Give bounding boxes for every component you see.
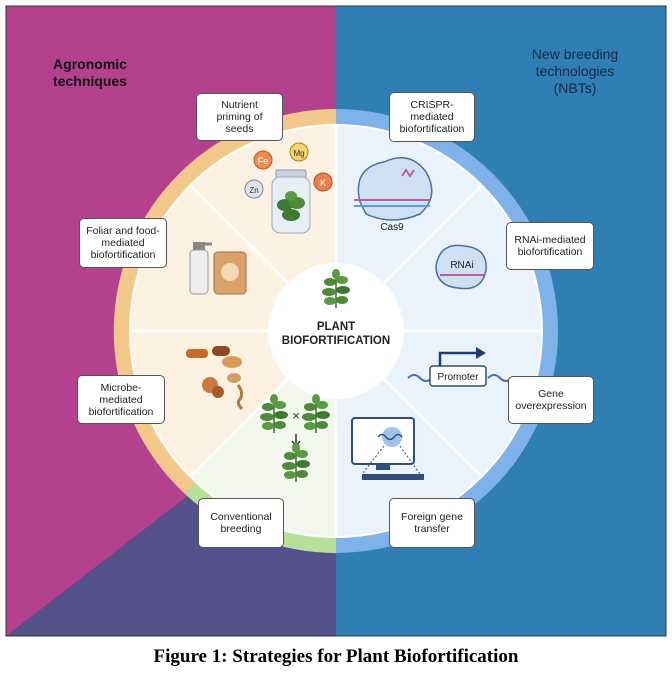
box-rnai: RNAi-mediated biofortification: [506, 222, 594, 270]
box-crispr: CRISPR- mediated biofortification: [389, 92, 475, 142]
mg-label: Mg: [293, 149, 304, 158]
agronomic-title: Agronomic techniques: [53, 56, 127, 89]
figure-caption: Figure 1: Strategies for Plant Biofortif…: [153, 646, 519, 667]
box-microbe: Microbe- mediated biofortification: [77, 375, 165, 424]
jar-icon: [271, 169, 311, 234]
center-circle: [268, 263, 404, 399]
center-label: PLANT BIOFORTIFICATION: [281, 321, 391, 347]
rnai-icon: RNAi: [435, 244, 487, 290]
box-foliar: Foliar and food- mediated biofortificati…: [79, 218, 167, 268]
fe-label: Fe: [258, 156, 269, 166]
conventional-plants: ×: [259, 393, 331, 483]
zn-label: Zn: [249, 186, 258, 195]
cas9-label: Cas9: [380, 222, 404, 233]
box-conventional: Conventional breeding: [198, 498, 284, 548]
monitor-icon: [351, 417, 424, 480]
rnai-label: RNAi: [450, 260, 473, 271]
cross-symbol: ×: [292, 408, 300, 423]
box-nutrient-priming: Nutrient priming of seeds: [196, 93, 283, 141]
promoter-icon: Promoter: [407, 347, 513, 387]
k-label: K: [320, 178, 326, 188]
box-foreign-gene: Foreign gene transfer: [389, 498, 475, 548]
nutrient-icons: Fe Mg Zn K: [244, 142, 333, 199]
promoter-label: Promoter: [437, 372, 479, 383]
microbe-icons: [186, 346, 244, 411]
box-gene-overexpression: Gene overexpression: [508, 376, 594, 424]
crispr-icon: Cas9: [354, 157, 433, 233]
spray-bottle-icon: [189, 242, 212, 295]
nbt-title: New breeding technologies (NBTs): [531, 46, 619, 96]
fertilizer-bag-icon: [213, 251, 247, 295]
